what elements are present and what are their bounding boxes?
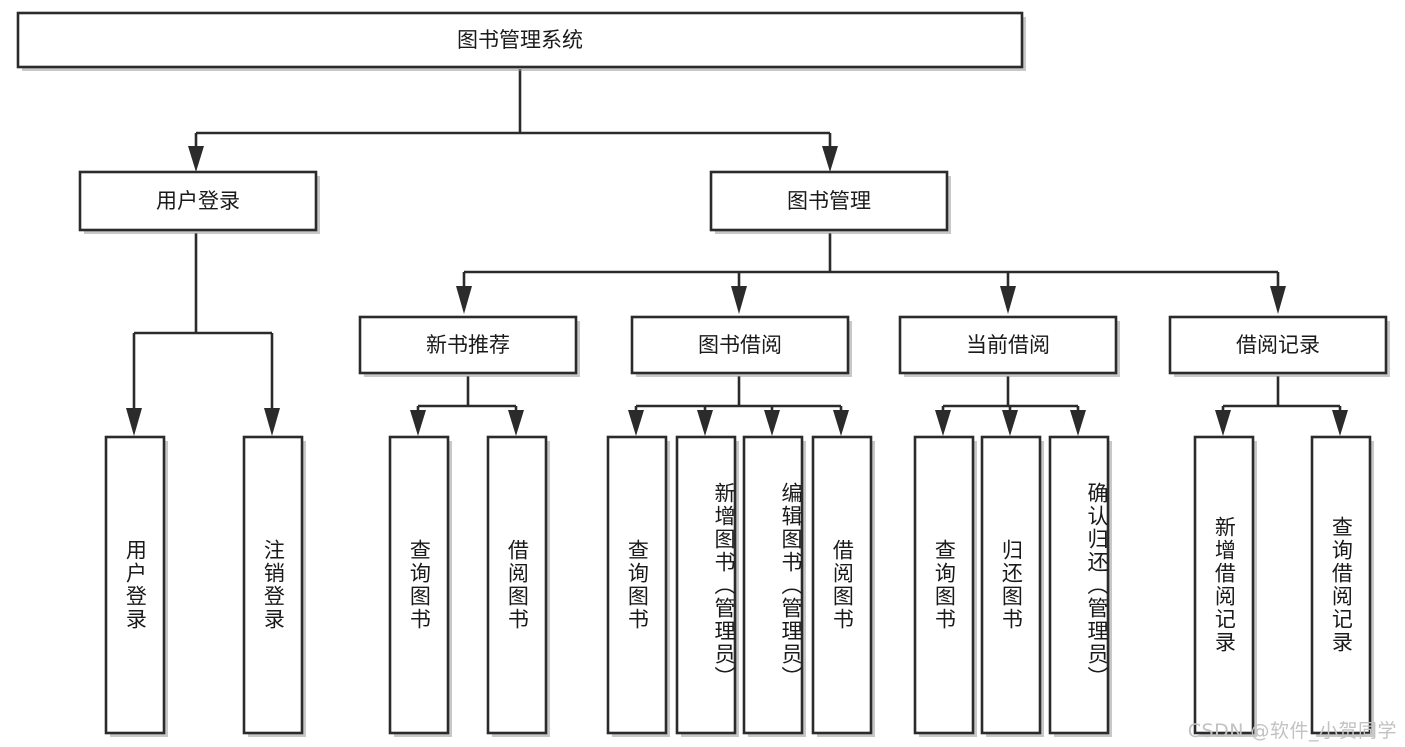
arrow-nbr-leaf1 — [410, 410, 426, 436]
leaf-user-logout-box[interactable] — [242, 435, 304, 735]
leaf-borrow-book-1-box[interactable] — [486, 435, 548, 735]
arrow-bookmanage-newbookrec — [456, 286, 472, 314]
leaf-query-book-2-box[interactable] — [606, 435, 668, 735]
node-root[interactable]: 图书管理系统 — [16, 11, 1026, 71]
arrow-cb-leaf1 — [935, 410, 951, 436]
connector-group-bookborrow — [628, 376, 849, 436]
leaf-borrow-book-2-box[interactable] — [811, 435, 873, 735]
connector-group-userlogin — [126, 233, 280, 436]
node-new-book-rec-box[interactable] — [358, 315, 578, 375]
leaf-query-book-1-box[interactable] — [388, 435, 450, 735]
leaf-boxes — [104, 435, 1374, 737]
connector-group-newbookrec — [410, 376, 524, 436]
leaf-query-record-box[interactable] — [1310, 435, 1372, 735]
node-user-login-label: 用户登录 — [156, 189, 240, 213]
node-book-manage-label: 图书管理 — [787, 189, 871, 213]
leaf-confirm-return-box[interactable] — [1048, 435, 1110, 735]
arrow-nbr-leaf2 — [508, 410, 524, 436]
connector-group-bookmanage — [456, 233, 1286, 314]
arrow-root-to-userlogin — [188, 146, 204, 172]
arrow-bb-leaf2 — [697, 410, 713, 436]
node-borrow-record-label: 借阅记录 — [1236, 333, 1320, 357]
node-book-manage[interactable]: 图书管理 — [709, 170, 951, 234]
node-current-borrow[interactable]: 当前借阅 — [898, 315, 1120, 377]
node-borrow-record[interactable]: 借阅记录 — [1168, 315, 1390, 377]
arrow-cb-leaf3 — [1070, 410, 1086, 436]
node-user-login[interactable]: 用户登录 — [78, 170, 320, 234]
node-new-book-rec-label: 新书推荐 — [426, 333, 510, 357]
node-book-borrow[interactable]: 图书借阅 — [630, 315, 852, 377]
arrow-bookmanage-currentborrow — [1000, 286, 1016, 314]
node-current-borrow-box[interactable] — [898, 315, 1118, 375]
leaf-edit-book-box[interactable] — [742, 435, 804, 735]
arrow-bookmanage-bookborrow — [731, 286, 747, 314]
arrow-bookmanage-borrowrecord — [1270, 286, 1286, 314]
node-book-manage-box[interactable] — [709, 170, 949, 232]
node-user-login-box[interactable] — [78, 170, 318, 232]
arrow-userlogin-leaf1 — [126, 408, 142, 436]
leaf-query-book-3-box[interactable] — [913, 435, 975, 735]
node-new-book-rec[interactable]: 新书推荐 — [358, 315, 580, 377]
node-book-borrow-label: 图书借阅 — [698, 333, 782, 357]
connector-group-currentborrow — [935, 376, 1086, 436]
leaf-add-record-box[interactable] — [1193, 435, 1255, 735]
arrow-bb-leaf4 — [833, 410, 849, 436]
node-current-borrow-label: 当前借阅 — [966, 333, 1050, 357]
connector-group-borrowrecord — [1215, 376, 1348, 436]
node-borrow-record-box[interactable] — [1168, 315, 1388, 375]
arrow-bb-leaf1 — [628, 410, 644, 436]
arrow-root-to-bookmanage — [822, 146, 838, 172]
connector-group-root — [188, 69, 838, 172]
csdn-watermark: CSDN @软件_小贺同学 — [1187, 720, 1397, 742]
arrow-bb-leaf3 — [764, 410, 780, 436]
leaf-add-book-box[interactable] — [675, 435, 737, 735]
leaf-user-login-box[interactable] — [104, 435, 166, 735]
arrow-br-leaf1 — [1215, 410, 1231, 436]
arrow-userlogin-leaf2 — [264, 408, 280, 436]
node-root-label: 图书管理系统 — [457, 28, 583, 52]
arrow-cb-leaf2 — [1002, 410, 1018, 436]
arrow-br-leaf2 — [1332, 410, 1348, 436]
leaf-return-book-box[interactable] — [980, 435, 1042, 735]
node-book-borrow-box[interactable] — [630, 315, 850, 375]
node-root-box[interactable] — [16, 11, 1024, 69]
